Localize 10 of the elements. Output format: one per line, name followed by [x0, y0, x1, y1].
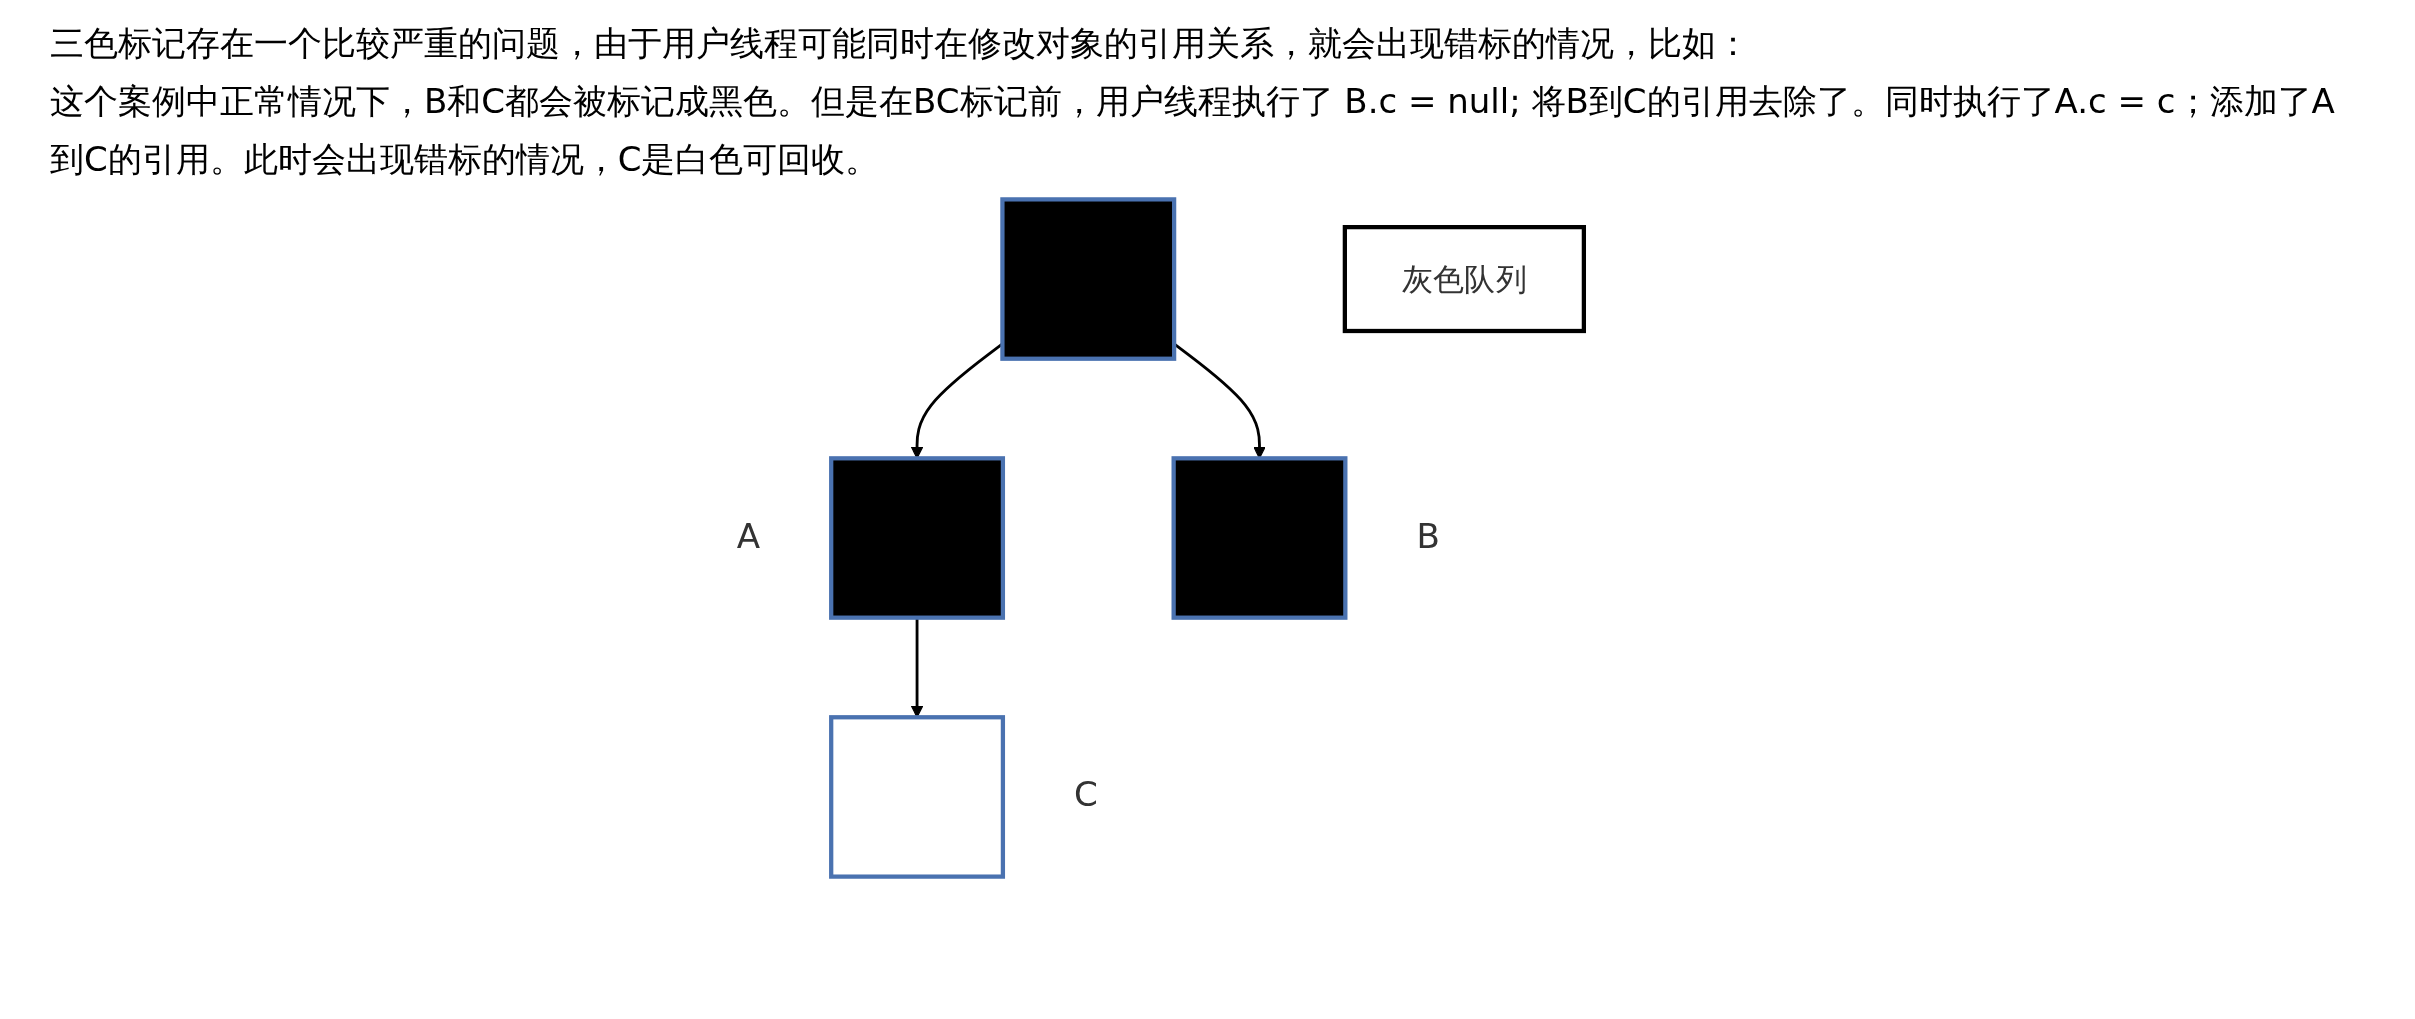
paragraph-text: 三色标记存在一个比较严重的问题，由于用户线程可能同时在修改对象的引用关系，就会出现错标的情况，比如：	[50, 22, 1751, 65]
node-letter: A	[736, 515, 760, 556]
object-box	[1171, 456, 1348, 620]
paragraph-text: 这个案例中正常情况下，B和C都会被标记成黑色。但是在BC标记前，用户线程执行了 B.c = null; 将B到C的引用去除了。同时执行了A.c = c；添加了A到C的引用。此时会出现错标的情况，C是白色可回收。	[50, 80, 2336, 181]
object-box	[829, 715, 1005, 879]
object-box	[829, 456, 1005, 620]
node-letter: C	[1074, 774, 1098, 815]
object-box	[1000, 197, 1177, 361]
node-letter: B	[1416, 515, 1440, 556]
queue-box: 灰色队列	[1342, 225, 1586, 334]
